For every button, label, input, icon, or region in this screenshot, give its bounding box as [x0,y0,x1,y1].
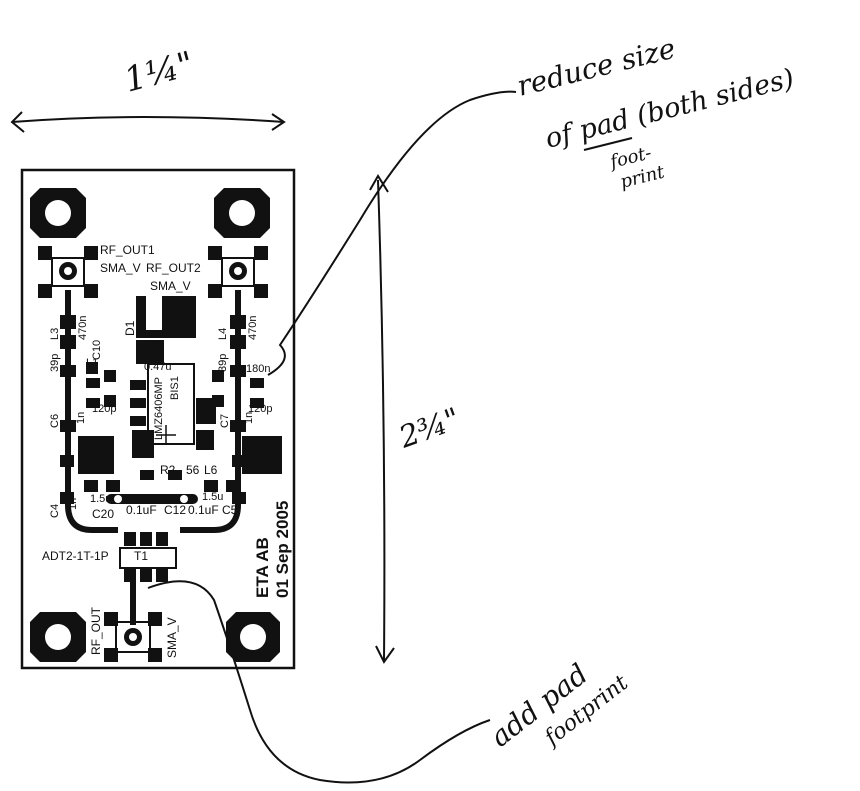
label-rf-out: RF_OUT [89,606,103,655]
mounting-hole-bottom-left [30,612,86,662]
label-c20-value: 0.1uF [126,503,157,517]
label-u1-sub: BIS1 [169,376,181,400]
label-c10: C10 [91,340,103,360]
label-l6-value: 1.5u [202,491,223,503]
label-l5-value: 1.5u [90,493,111,505]
regulator-footprint [106,296,216,504]
height-note: 2¾" [394,401,465,455]
label-transformer: ADT2-1T-1P [42,549,109,563]
label-c6-value: 1n [75,412,87,424]
height-dimension-arrow [377,179,386,661]
label-l6: L6 [204,463,218,477]
label-c6: C6 [49,414,61,428]
height-arrowhead-bottom [375,645,395,664]
label-t1: T1 [134,549,148,563]
mounting-hole-bottom-right [226,612,280,662]
label-c20: C20 [92,507,114,521]
transformer-t1-footprint [119,532,177,582]
label-l3-value: 470n [77,316,89,340]
label-180n: 180n [246,363,270,375]
label-c7: C7 [219,414,231,428]
label-c5: C5 [222,503,238,517]
label-r2-value: 56 [186,463,200,477]
mounting-hole-top-right [214,188,270,238]
label-date: 01 Sep 2005 [273,501,292,598]
label-39p-right: 39p [217,354,229,372]
label-l3: L3 [49,328,61,340]
label-c4-value: 1n [67,498,79,510]
label-l4: L4 [217,328,229,340]
label-c7-value: 1n [243,412,255,424]
sma-connector-rf-out1 [38,246,98,298]
label-company: ETA AB [253,537,272,598]
label-c12: C12 [164,503,186,517]
label-rf-out1: RF_OUT1 [100,243,155,257]
label-c6-value2: 120p [92,403,116,415]
label-rf-out2: RF_OUT2 [146,261,201,275]
label-r2: R2 [160,463,176,477]
component-pads-right [204,315,282,504]
label-c4: C4 [49,504,61,518]
label-c7-value2: 120p [248,403,272,415]
label-l4-value: 470n [247,316,259,340]
sma-connector-rf-out2 [208,246,268,298]
label-c2: C2 [146,339,160,351]
note-pad-line1: reduce size [514,32,679,103]
callout-line-pad [267,90,517,376]
width-arrowhead-left [10,111,25,133]
label-u1: LMZ6406MP [153,377,165,440]
width-dimension-arrow [11,116,285,123]
note-underline [583,137,633,151]
height-arrowhead-top [369,174,389,193]
component-pads-left [60,315,120,504]
width-arrowhead-right [271,113,286,131]
label-sma-v-1: SMA_V [100,261,141,275]
mounting-hole-top-left [30,188,86,238]
label-39p-left: 39p [49,354,61,372]
callout-line-add-pad [147,580,491,784]
label-sma-v-3: SMA_V [165,617,179,658]
label-l1: L1 [86,357,98,369]
width-note: 1¼" [120,44,198,101]
label-c12-value: 0.1uF [188,503,219,517]
label-c2-value: 0.47u [144,361,172,373]
label-sma-v-2: SMA_V [150,279,191,293]
label-d1: D1 [123,320,137,336]
